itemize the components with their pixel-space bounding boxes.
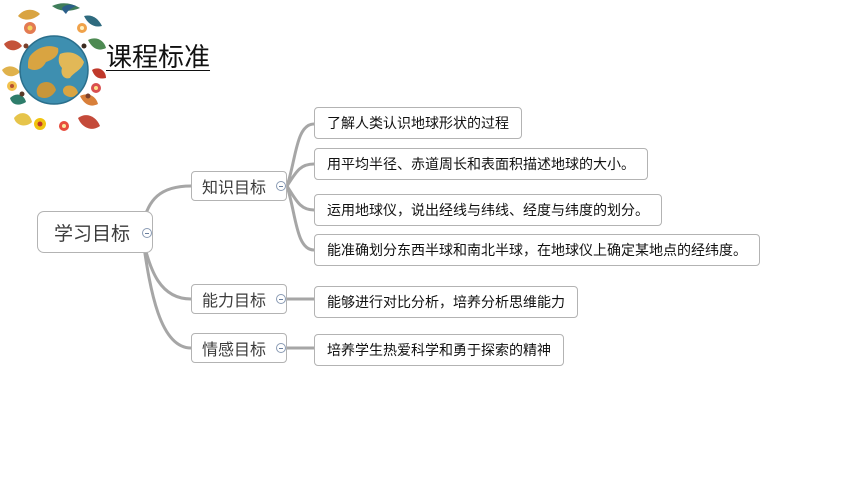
- emotion-item[interactable]: 培养学生热爱科学和勇于探索的精神: [314, 334, 564, 366]
- item-text: 运用地球仪，说出经线与纬线、经度与纬度的划分。: [327, 203, 649, 219]
- connector-knowledge-item-4: [285, 184, 316, 252]
- collapse-icon[interactable]: [276, 343, 286, 353]
- item-text: 了解人类认识地球形状的过程: [327, 116, 509, 132]
- item-text: 用平均半径、赤道周长和表面积描述地球的大小。: [327, 157, 635, 173]
- knowledge-item[interactable]: 了解人类认识地球形状的过程: [314, 107, 522, 139]
- branch-label: 能力目标: [202, 291, 267, 310]
- root-label: 学习目标: [54, 222, 131, 245]
- connector-knowledge-item-1: [285, 122, 316, 188]
- knowledge-item[interactable]: 用平均半径、赤道周长和表面积描述地球的大小。: [314, 148, 648, 180]
- decorative-globe-bouquet-icon: [2, 3, 106, 131]
- knowledge-item[interactable]: 能准确划分东西半球和南北半球，在地球仪上确定某地点的经纬度。: [314, 234, 760, 266]
- branch-label: 知识目标: [202, 178, 267, 197]
- item-text: 能够进行对比分析，培养分析思维能力: [327, 295, 565, 311]
- mindmap-root-node[interactable]: 学习目标: [37, 211, 153, 253]
- branch-ability-goals[interactable]: 能力目标: [191, 284, 287, 314]
- collapse-icon[interactable]: [142, 228, 152, 238]
- branch-label: 情感目标: [202, 340, 267, 359]
- branch-emotion-goals[interactable]: 情感目标: [191, 333, 287, 363]
- item-text: 培养学生热爱科学和勇于探索的精神: [327, 343, 551, 359]
- branch-knowledge-goals[interactable]: 知识目标: [191, 171, 287, 201]
- collapse-icon[interactable]: [276, 294, 286, 304]
- knowledge-item[interactable]: 运用地球仪，说出经线与纬线、经度与纬度的划分。: [314, 194, 662, 226]
- connector-root-emotion: [141, 238, 193, 350]
- collapse-icon[interactable]: [276, 181, 286, 191]
- item-text: 能准确划分东西半球和南北半球，在地球仪上确定某地点的经纬度。: [327, 243, 747, 259]
- page-title: 课程标准: [106, 43, 211, 73]
- ability-item[interactable]: 能够进行对比分析，培养分析思维能力: [314, 286, 578, 318]
- connector-knowledge-item-2: [285, 162, 316, 188]
